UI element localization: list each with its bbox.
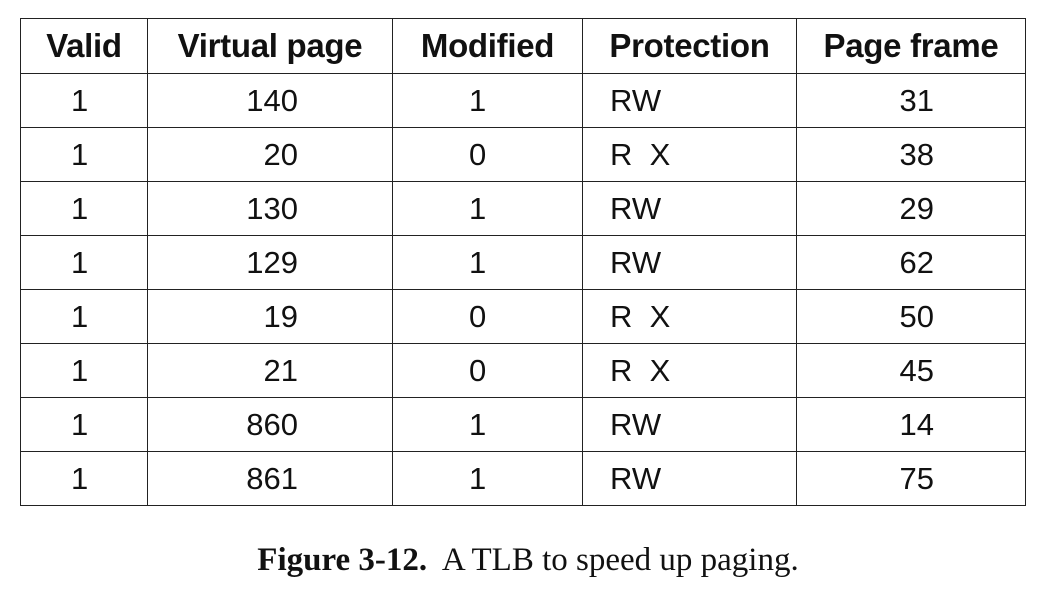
cell-page-frame: 62 bbox=[796, 235, 1026, 290]
cell-virtual-page: 130 bbox=[147, 181, 393, 236]
cell-page-frame: 50 bbox=[796, 289, 1026, 344]
cell-protection: RW bbox=[582, 397, 797, 452]
cell-valid: 1 bbox=[20, 127, 148, 182]
table-row: 1 20 0 R X 38 bbox=[20, 127, 1026, 182]
table-row: 1 21 0 R X 45 bbox=[20, 343, 1026, 398]
cell-modified: 1 bbox=[392, 397, 583, 452]
cell-valid: 1 bbox=[20, 343, 148, 398]
cell-modified: 1 bbox=[392, 451, 583, 506]
header-valid: Valid bbox=[20, 18, 148, 74]
cell-page-frame: 29 bbox=[796, 181, 1026, 236]
cell-virtual-page: 140 bbox=[147, 73, 393, 128]
cell-modified: 1 bbox=[392, 235, 583, 290]
figure-caption-text: A TLB to speed up paging. bbox=[441, 542, 799, 578]
header-page-frame: Page frame bbox=[796, 18, 1026, 74]
cell-modified: 1 bbox=[392, 181, 583, 236]
header-virtual-page: Virtual page bbox=[147, 18, 393, 74]
cell-valid: 1 bbox=[20, 289, 148, 344]
cell-virtual-page: 129 bbox=[147, 235, 393, 290]
table-row: 1 19 0 R X 50 bbox=[20, 289, 1026, 344]
cell-valid: 1 bbox=[20, 397, 148, 452]
cell-protection: R X bbox=[582, 343, 797, 398]
cell-valid: 1 bbox=[20, 235, 148, 290]
figure-label: Figure 3-12. bbox=[257, 542, 428, 578]
cell-virtual-page: 21 bbox=[147, 343, 393, 398]
cell-modified: 0 bbox=[392, 343, 583, 398]
cell-modified: 0 bbox=[392, 289, 583, 344]
table-row: 1 140 1 RW 31 bbox=[20, 73, 1026, 128]
cell-protection: RW bbox=[582, 235, 797, 290]
table-row: 1 129 1 RW 62 bbox=[20, 235, 1026, 290]
header-modified: Modified bbox=[392, 18, 583, 74]
cell-page-frame: 31 bbox=[796, 73, 1026, 128]
cell-protection: RW bbox=[582, 181, 797, 236]
cell-valid: 1 bbox=[20, 181, 148, 236]
cell-valid: 1 bbox=[20, 73, 148, 128]
tlb-table: Valid Virtual page Modified Protection P… bbox=[20, 18, 1026, 506]
figure-caption: Figure 3-12. A TLB to speed up paging. bbox=[0, 542, 1056, 579]
cell-virtual-page: 861 bbox=[147, 451, 393, 506]
cell-protection: RW bbox=[582, 73, 797, 128]
table-row: 1 860 1 RW 14 bbox=[20, 397, 1026, 452]
table-header-row: Valid Virtual page Modified Protection P… bbox=[20, 18, 1026, 74]
table-row: 1 130 1 RW 29 bbox=[20, 181, 1026, 236]
cell-virtual-page: 20 bbox=[147, 127, 393, 182]
cell-modified: 1 bbox=[392, 73, 583, 128]
table-row: 1 861 1 RW 75 bbox=[20, 451, 1026, 506]
cell-page-frame: 75 bbox=[796, 451, 1026, 506]
cell-virtual-page: 860 bbox=[147, 397, 393, 452]
cell-valid: 1 bbox=[20, 451, 148, 506]
cell-protection: R X bbox=[582, 289, 797, 344]
cell-protection: RW bbox=[582, 451, 797, 506]
cell-modified: 0 bbox=[392, 127, 583, 182]
cell-page-frame: 38 bbox=[796, 127, 1026, 182]
cell-page-frame: 14 bbox=[796, 397, 1026, 452]
header-protection: Protection bbox=[582, 18, 797, 74]
cell-protection: R X bbox=[582, 127, 797, 182]
cell-virtual-page: 19 bbox=[147, 289, 393, 344]
cell-page-frame: 45 bbox=[796, 343, 1026, 398]
